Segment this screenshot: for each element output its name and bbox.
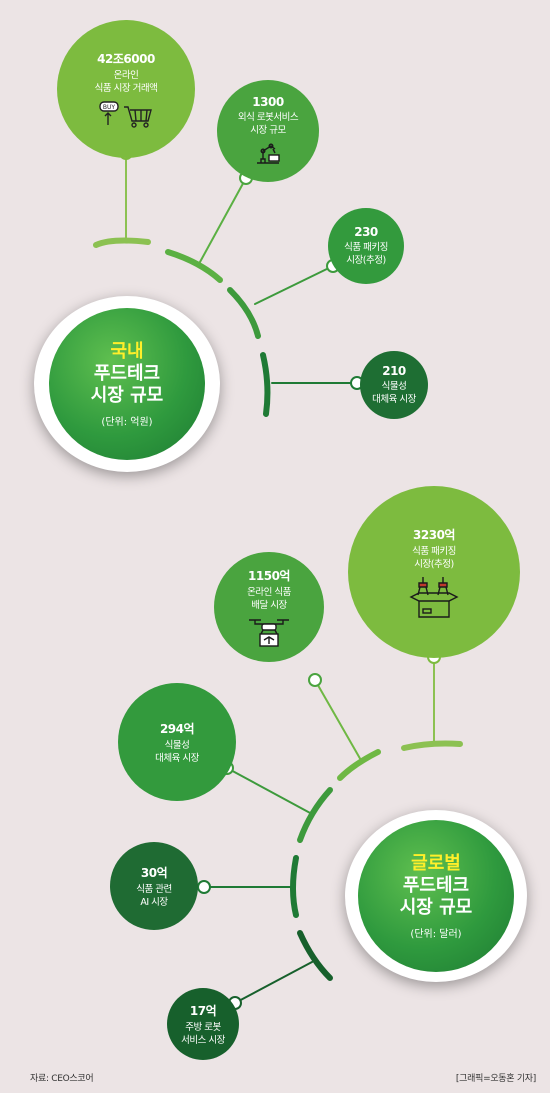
item-value: 1300 (252, 95, 284, 109)
svg-text:BUY: BUY (103, 104, 116, 111)
item-value: 42조6000 (97, 51, 155, 66)
item-value: 30억 (140, 865, 168, 880)
item-label: 식물성 대체육 시장 (372, 381, 416, 405)
online-shopping-cart-icon: BUY (99, 100, 152, 128)
delivery-drone-icon (249, 618, 289, 647)
global-item-packaging: 3230억 식품 패키징 시장(추정) (348, 486, 520, 658)
item-label: 식품 패키징 시장(추정) (412, 545, 456, 570)
item-value: 17억 (189, 1003, 217, 1018)
item-label: 식물성 대체육 시장 (155, 739, 199, 764)
global-title-highlight: 글로벌 (411, 852, 461, 874)
global-connectors (203, 656, 463, 1004)
item-value: 230 (354, 225, 378, 239)
source-note: 자료: CEO스코어 (30, 1074, 94, 1084)
domestic-main-circle: 국내 푸드테크 시장 규모 (단위: 억원) (49, 308, 205, 460)
domestic-unit: (단위: 억원) (101, 416, 153, 428)
domestic-title: 푸드테크 시장 규모 (90, 362, 164, 406)
global-item-food-ai: 30억 식품 관련 AI 시장 (110, 842, 198, 930)
packaging-robot-box-icon (409, 576, 459, 618)
item-value: 1150억 (248, 568, 290, 583)
domestic-item-online-food: 42조6000 온라인 식품 시장 거래액 BUY (57, 20, 195, 158)
item-label: 온라인 식품 배달 시장 (247, 586, 291, 611)
domestic-item-robot-service: 1300 외식 로봇서비스 시장 규모 (217, 80, 319, 182)
item-label: 외식 로봇서비스 시장 규모 (237, 112, 299, 136)
item-value: 294억 (159, 721, 195, 736)
global-main-circle: 글로벌 푸드테크 시장 규모 (단위: 달러) (358, 820, 514, 972)
graphic-credit: [그래픽=오동혼 기자] (455, 1074, 536, 1084)
item-value: 210 (382, 364, 406, 378)
item-label: 온라인 식품 시장 거래액 (94, 69, 158, 94)
domestic-item-alt-meat: 210 식물성 대체육 시장 (360, 351, 428, 419)
global-unit: (단위: 달러) (410, 928, 462, 940)
global-item-alt-meat: 294억 식물성 대체육 시장 (118, 683, 236, 801)
domestic-title-highlight: 국내 (110, 340, 144, 362)
item-value: 3230억 (413, 527, 455, 542)
domestic-connectors (93, 152, 357, 417)
item-label: 주방 로봇 서비스 시장 (181, 1021, 225, 1046)
global-item-kitchen-robot: 17억 주방 로봇 서비스 시장 (167, 988, 239, 1060)
item-label: 식품 패키징 시장(추정) (344, 242, 388, 266)
domestic-item-packaging: 230 식품 패키징 시장(추정) (328, 208, 404, 284)
global-title: 푸드테크 시장 규모 (399, 874, 473, 918)
robot-arm-icon (257, 143, 280, 164)
item-label: 식품 관련 AI 시장 (136, 883, 172, 908)
global-item-delivery: 1150억 온라인 식품 배달 시장 (214, 552, 324, 662)
